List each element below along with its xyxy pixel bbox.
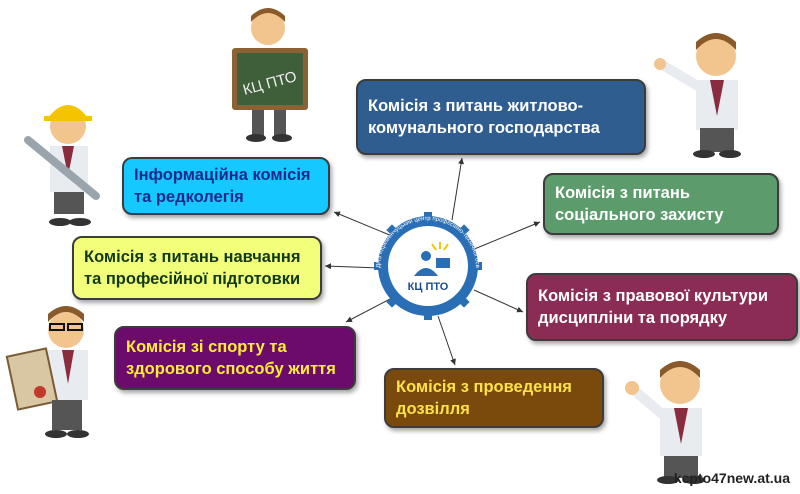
arrow-sport (345, 297, 393, 323)
logo-title: КЦ ПТО (408, 281, 449, 293)
commission-sport: Комісія зі спорту та здорового способу жи… (114, 326, 356, 390)
arrow-social (471, 221, 541, 251)
arrow-leisure (437, 315, 456, 366)
commission-housing: Комісія з питань житлово-комунального го… (356, 79, 646, 155)
arrow-study (324, 263, 381, 270)
commission-social: Комісія з питань соціального захисту (543, 173, 779, 235)
commission-legal-line2: дисципліни та порядку (538, 309, 728, 327)
arrow-info (333, 211, 393, 237)
commission-leisure: Комісія з проведення дозвілля (384, 368, 604, 428)
commission-legal: Комісія з правової культури дисципліни та… (526, 273, 798, 341)
logo-person-icon (421, 251, 431, 261)
wrench-icon (24, 136, 100, 200)
commission-housing-line2: комунального господарства (368, 119, 600, 137)
commission-info: Інформаційна комісія та редколегія (122, 157, 330, 215)
character-waving-man (625, 361, 705, 484)
character-clipboard-man (5, 306, 89, 438)
commission-social-line2: соціального захисту (555, 206, 724, 224)
arrow-legal (473, 289, 524, 313)
commission-info-line1: Інформаційна комісія (134, 166, 311, 184)
commission-study-line1: Комісія з питань навчання (84, 248, 301, 266)
commission-leisure-line1: Комісія з проведення (396, 378, 572, 396)
character-board-man: КЦ ПТО (232, 8, 308, 142)
connectors (324, 157, 541, 366)
commission-sport-line2: здорового способу життя (126, 360, 336, 378)
commission-leisure-line2: дозвілля (396, 400, 470, 418)
logo-monitor-icon (436, 258, 450, 268)
commission-sport-line1: Комісія зі спорту та (126, 338, 287, 356)
character-pointing-man (654, 33, 741, 158)
commission-info-line2: та редколегія (134, 188, 244, 206)
commission-study: Комісія з питань навчання та професійної … (72, 236, 322, 300)
commission-study-line2: та професійної підготовки (84, 270, 301, 288)
commission-housing-line1: Комісія з питань житлово- (368, 97, 584, 115)
logo-inner (388, 226, 468, 306)
watermark: kcpto47new.at.ua (673, 470, 790, 486)
commission-legal-line1: Комісія з правової культури (538, 287, 769, 305)
arrow-housing (451, 157, 465, 221)
commission-social-line1: Комісія з питань (555, 184, 690, 202)
character-builder (24, 105, 100, 226)
